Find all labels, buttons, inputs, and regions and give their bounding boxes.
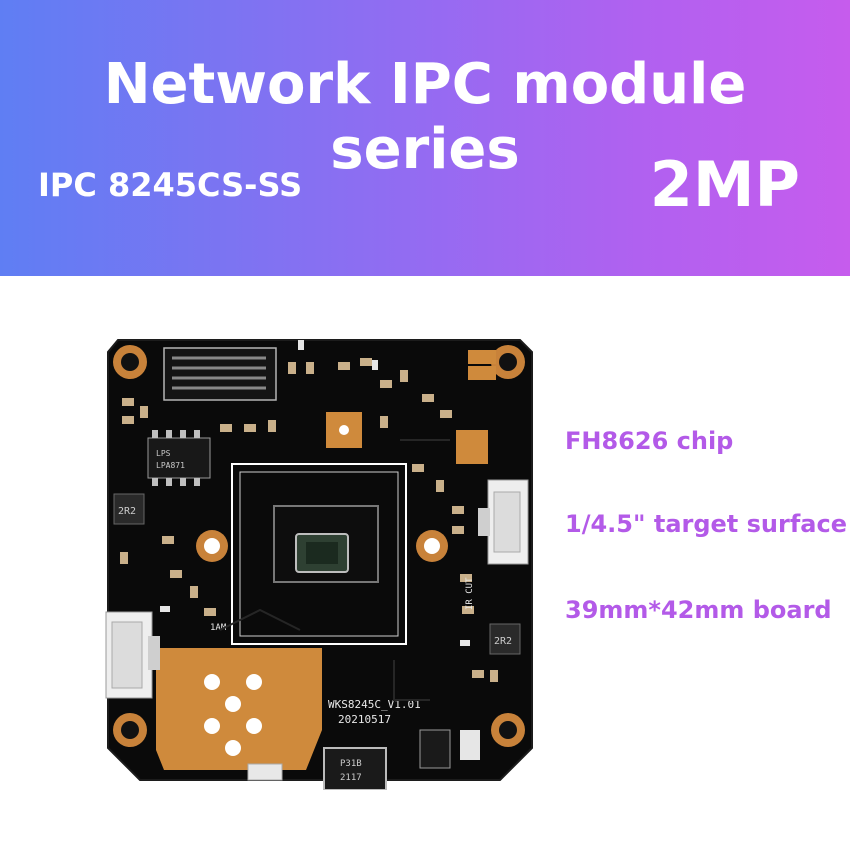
page-title: Network IPC module series xyxy=(103,52,747,182)
silk-board-name: WKS8245C_V1.01 xyxy=(328,698,421,711)
connector-left xyxy=(105,611,160,699)
resolution-badge: 2MP xyxy=(649,148,800,221)
svg-text:LPS: LPS xyxy=(156,449,171,458)
svg-text:LPA871: LPA871 xyxy=(156,461,185,470)
inductor-left xyxy=(113,493,145,525)
header-banner: Network IPC module series IPC 8245CS-SS … xyxy=(0,0,850,276)
connector-right xyxy=(478,479,529,565)
pcb-board-image: LPS LPA871 2R2 2R2 xyxy=(100,330,540,790)
silk-date: 20210517 xyxy=(338,713,391,726)
svg-text:P31B: P31B xyxy=(340,759,362,769)
spec-chip: FH8626 chip xyxy=(565,427,734,455)
power-ic xyxy=(147,437,211,479)
mount-holes xyxy=(113,345,525,747)
svg-text:2R2: 2R2 xyxy=(494,636,512,647)
model-number: IPC 8245CS-SS xyxy=(38,166,303,204)
inductor-right xyxy=(489,623,521,655)
silk-ir-cut: IR CUT xyxy=(465,577,475,610)
svg-text:2117: 2117 xyxy=(340,773,362,783)
svg-text:2R2: 2R2 xyxy=(118,506,136,517)
lens-holder-outline xyxy=(231,463,407,645)
copper-vias xyxy=(204,674,262,756)
spec-target-surface: 1/4.5" target surface xyxy=(565,510,847,538)
spec-board-size: 39mm*42mm board xyxy=(565,596,832,624)
gold-pad-right xyxy=(456,430,488,464)
svg-text:1AM: 1AM xyxy=(210,623,227,633)
diode xyxy=(323,747,387,790)
top-ic xyxy=(163,347,277,401)
